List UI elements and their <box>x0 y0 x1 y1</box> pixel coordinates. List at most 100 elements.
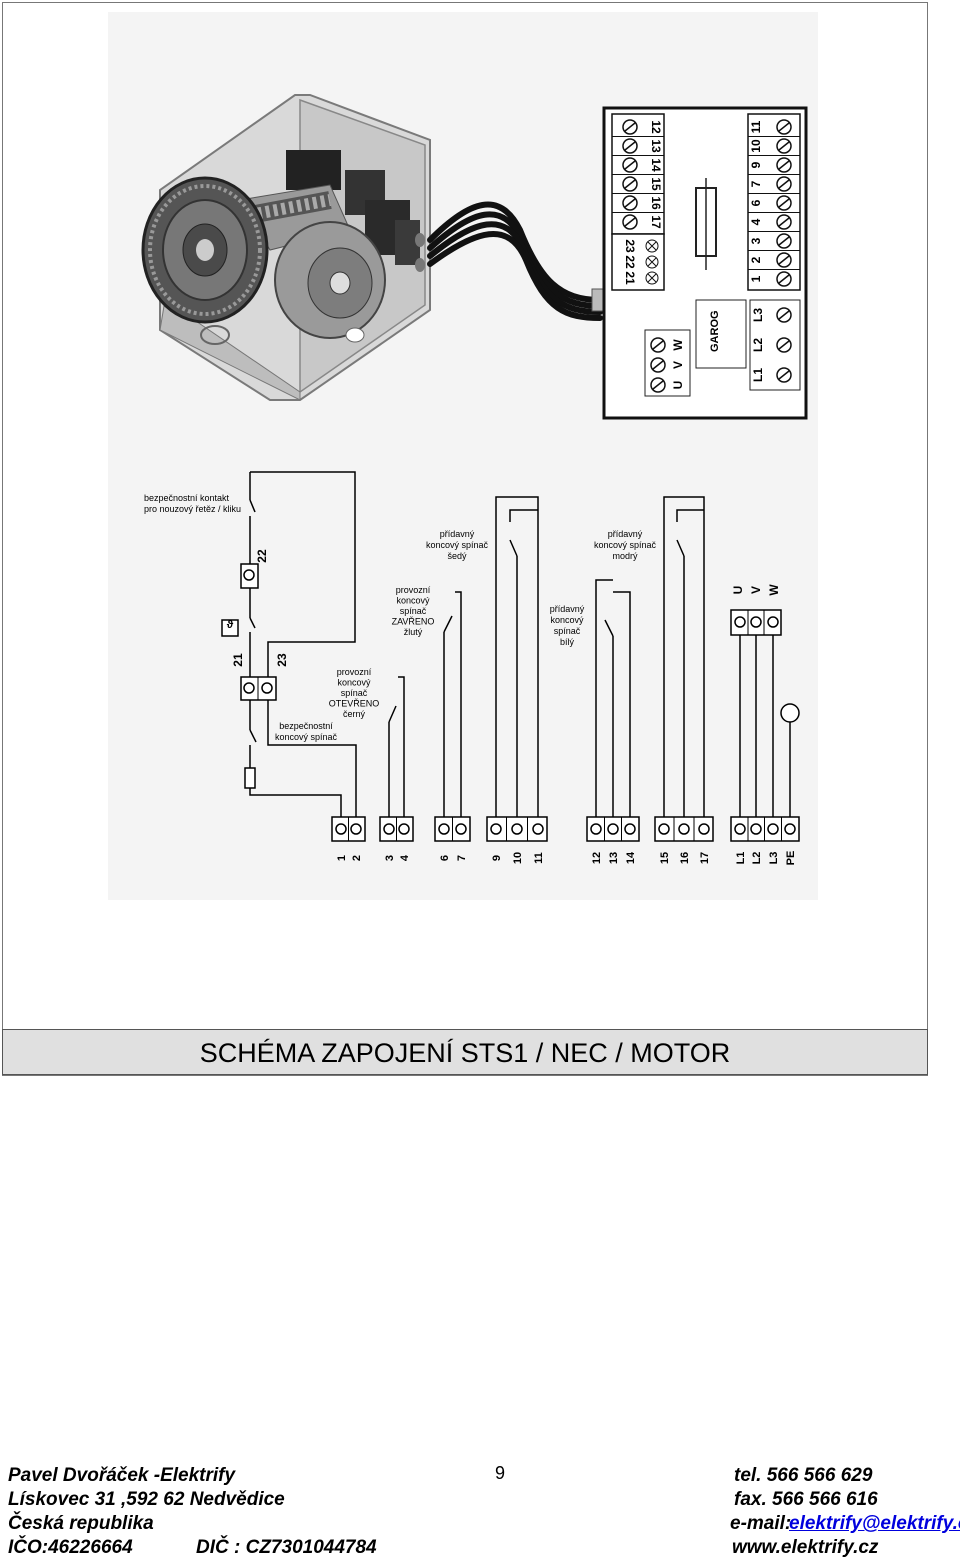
terminal-number: PE <box>785 851 797 866</box>
board-terminal-label: 7 <box>749 180 763 187</box>
motor-terminal-block <box>730 609 782 636</box>
terminal-number: 4 <box>399 854 411 861</box>
terminal-screw <box>678 823 690 835</box>
board-terminal-label: 9 <box>749 161 763 168</box>
terminal-23-label: 23 <box>275 653 289 667</box>
terminal-screw <box>511 823 523 835</box>
board-motor-terminals: U V W <box>650 337 685 393</box>
board-terminal-label: 6 <box>749 199 763 206</box>
terminal-screw <box>658 823 670 835</box>
terminal-number: 7 <box>456 855 468 861</box>
brake-disc <box>274 221 386 339</box>
page-title: SCHÉMA ZAPOJENÍ STS1 / NEC / MOTOR <box>2 1029 928 1075</box>
terminal-screw <box>455 823 467 835</box>
terminal-number: 16 <box>679 852 691 864</box>
board-terminal-label: 17 <box>649 215 663 229</box>
board-terminal-label: 11 <box>749 120 763 133</box>
page-frame <box>2 2 928 1076</box>
board-terminal-label: 1 <box>749 275 763 282</box>
terminal-screw <box>698 823 710 835</box>
board-motor-label: V <box>671 361 685 369</box>
footer-country: Česká republika <box>8 1513 154 1534</box>
terminal-number: 3 <box>384 855 396 861</box>
board-motor-label: W <box>671 339 685 351</box>
motor-phase-label: U <box>731 586 745 595</box>
terminal-number: L1 <box>735 852 747 865</box>
terminal-screw <box>438 823 450 835</box>
board-terminal-label: 22 <box>623 255 637 269</box>
board-garog-label: GAROG <box>709 310 721 352</box>
board-garog-box <box>695 299 747 369</box>
terminal-number: 11 <box>533 852 545 864</box>
footer-dic: DIČ : CZ7301044784 <box>196 1537 377 1558</box>
terminal-screw <box>335 823 347 835</box>
board-motor-label: U <box>671 381 685 390</box>
board-terminal-label: 13 <box>649 139 663 153</box>
terminal-screw <box>490 823 502 835</box>
safety-terminal-block: ϑ <box>227 569 277 701</box>
terminal-number: 17 <box>699 852 711 864</box>
footer-email-link[interactable]: elektrify@elektrify.cz <box>789 1513 960 1534</box>
terminal-screw <box>383 823 395 835</box>
terminal-22-label: 22 <box>255 549 269 563</box>
pulley <box>141 176 269 324</box>
terminal-screw <box>750 823 762 835</box>
terminal-screw <box>624 823 636 835</box>
worm-gear <box>248 191 332 224</box>
terminal-number: 9 <box>491 855 503 861</box>
terminal-number: 1 <box>336 855 348 861</box>
terminal-screw <box>607 823 619 835</box>
board-terminal-label: 14 <box>649 158 663 172</box>
board-safety-terminals: 23 22 21 <box>611 233 665 291</box>
footer-email-label: e-mail: <box>730 1513 792 1534</box>
terminal-screw <box>734 823 746 835</box>
footer-name: Pavel Dvořáček -Elektrify <box>8 1465 236 1486</box>
board-terminal-label: 16 <box>649 196 663 210</box>
terminal-screw <box>532 823 544 835</box>
terminal-number: L2 <box>751 852 763 865</box>
board-terminal-label: 21 <box>623 271 637 285</box>
footer-ico: IČO:46226664 <box>8 1537 133 1558</box>
motor-phase-label: W <box>767 584 781 596</box>
board-terminal-label: 23 <box>623 239 637 253</box>
page-number: 9 <box>495 1463 506 1483</box>
board-terminal-label: 12 <box>649 120 663 134</box>
board-supply-label: L3 <box>751 308 765 322</box>
svg-text:ϑ: ϑ <box>227 619 234 631</box>
terminal-number: 13 <box>608 852 620 864</box>
board-terminal-label: 10 <box>749 139 763 153</box>
board-supply-label: L1 <box>751 368 765 382</box>
footer-address: Lískovec 31 ,592 62 Nedvědice <box>8 1489 285 1510</box>
terminal-screw <box>350 823 362 835</box>
terminal-number: 6 <box>439 855 451 861</box>
terminal-screw <box>398 823 410 835</box>
footer-tel: tel. 566 566 629 <box>734 1465 873 1486</box>
terminal-number: 14 <box>625 851 637 864</box>
terminal-number: 2 <box>351 855 363 861</box>
motor-phase-label: V <box>749 586 763 594</box>
terminal-number: 15 <box>659 852 671 864</box>
motor-drive-illustration <box>141 94 431 401</box>
schematic-terminal-blocks <box>331 816 800 842</box>
terminal-number: L3 <box>768 852 780 865</box>
terminal-screw <box>784 823 796 835</box>
board-terminal-label: 3 <box>749 237 763 244</box>
footer-web: www.elektrify.cz <box>732 1537 879 1558</box>
board-terminal-label: 4 <box>749 218 763 225</box>
terminal-number: 10 <box>512 852 524 864</box>
